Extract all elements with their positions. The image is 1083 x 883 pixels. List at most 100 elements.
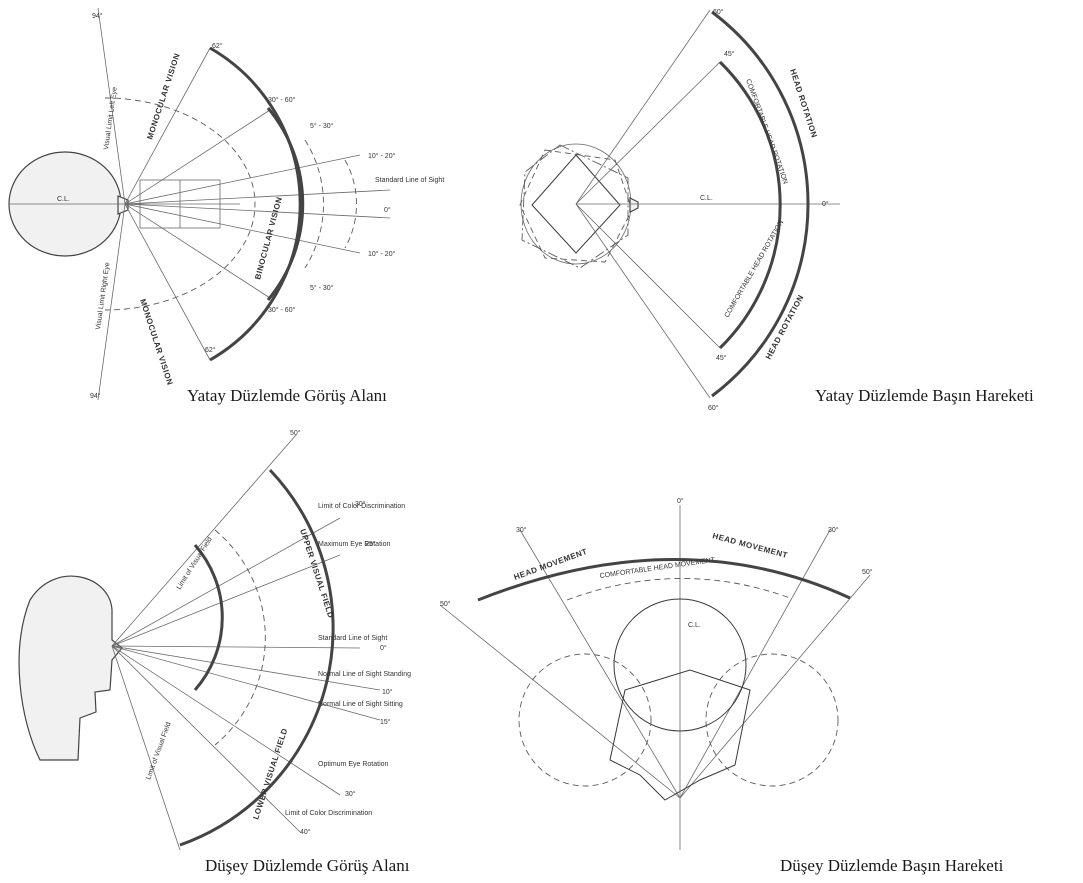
sector-line (124, 189, 391, 205)
angle-label: 5° - 30° (310, 284, 334, 292)
horizontal-head-rotation-diagram: C.L. 0° 45° 60° 45° 60° COMFORTABLE HEAD… (519, 8, 840, 412)
sight-line (111, 517, 341, 647)
visual-limit-left-eye-line (97, 7, 126, 205)
head-rotation-label: HEAD ROTATION (788, 68, 819, 139)
head-rotation-arc (711, 10, 810, 398)
angle-label: 0° (380, 644, 387, 652)
sector-line (124, 154, 361, 205)
sight-line (111, 645, 381, 691)
angle-label: 94° (90, 392, 101, 400)
angle-label: 62° (205, 346, 216, 354)
rotation-line (575, 203, 711, 399)
angle-label: 0° (677, 497, 684, 505)
sector-line (124, 109, 271, 205)
comfortable-head-movement-arc (566, 578, 791, 601)
arc-30-60 (266, 107, 305, 301)
movement-line (519, 529, 681, 799)
monocular-vision-label: MONOCULAR VISION (145, 52, 181, 141)
cl-label: C.L. (57, 196, 70, 203)
rotation-line (575, 203, 721, 349)
angle-label: 40° (300, 828, 311, 836)
inner-arc (214, 529, 266, 746)
limit-visual-field-lower (111, 645, 181, 851)
angle-label: 50° (290, 429, 301, 437)
binocular-arc (209, 46, 302, 362)
vertical-head-movement-diagram: C.L. 0° 30° 30° 50° 50° HEAD MOVEMENT HE… (439, 497, 873, 850)
sight-line (111, 645, 301, 833)
visual-limit-right-eye-line (97, 203, 126, 401)
standard-line-of-sight-label: Standard Line of Sight (375, 177, 444, 184)
arc-10-20 (344, 159, 357, 249)
sector-line (124, 203, 211, 361)
maximum-eye-rotation-label: Maximum Eye Rotation (318, 541, 390, 548)
angle-label: 62° (212, 42, 223, 50)
angle-label: 30° (828, 526, 839, 534)
angle-label: 0° (384, 206, 391, 214)
angle-label: 94° (92, 12, 103, 20)
angle-label: 50° (440, 600, 451, 608)
angle-label: 30° (355, 500, 366, 508)
sector-line (124, 203, 391, 219)
head-movement-right-label: HEAD MOVEMENT (711, 531, 788, 560)
head-outline-icon (613, 598, 747, 732)
angle-label: 30° - 60° (268, 306, 296, 314)
angle-label: 50° (862, 568, 873, 576)
sight-line (111, 554, 341, 647)
head-tilted-forward-icon (705, 653, 839, 787)
normal-line-standing-label: Normal Line of Sight Standing (318, 671, 411, 678)
head-tilted-back-icon (518, 653, 652, 787)
angle-label: 10° - 20° (368, 250, 396, 258)
angle-label: 30° - 60° (268, 96, 296, 104)
caption-vertical-vision: Düşey Düzlemde Görüş Alanı (205, 856, 410, 875)
sight-line (111, 645, 381, 721)
monocular-arc (104, 97, 256, 311)
eye-rotation-arc (193, 544, 224, 691)
rotation-line (575, 61, 721, 205)
sector-line (124, 203, 271, 299)
optimum-eye-rotation-label: Optimum Eye Rotation (318, 761, 389, 768)
vertical-vision-diagram: 50° Limit of Color Discrimination 30° Ma… (18, 429, 411, 851)
limit-color-lower-label: Limit of Color Discrimination (285, 810, 372, 817)
angle-label: 45° (716, 354, 727, 362)
caption-vertical-head: Düşey Düzlemde Başın Hareketi (780, 856, 1004, 875)
standard-line-of-sight-label: Standard Line of Sight (318, 635, 387, 642)
caption-horizontal-head: Yatay Düzlemde Başın Hareketi (815, 386, 1034, 405)
angle-label: 30° (345, 790, 356, 798)
movement-line (439, 604, 681, 799)
visual-field-arc (179, 468, 335, 847)
angle-label: 45° (724, 50, 735, 58)
face-profile-icon (609, 669, 751, 801)
sector-line (124, 203, 361, 254)
rotation-line (575, 9, 711, 205)
angle-label: 60° (713, 8, 724, 16)
angle-label: 25° (365, 540, 376, 548)
sector-line (124, 47, 211, 205)
horizontal-vision-diagram: C.L. 94° 62° 30° - 60° 5° - 30° 10° - 20… (8, 7, 444, 401)
limit-visual-field-lower-label: Limit of Visual Field (145, 721, 172, 780)
angle-label: 10° - 20° (368, 152, 396, 160)
movement-line (679, 574, 871, 799)
arc-5-30 (304, 139, 324, 269)
angle-label: 5° - 30° (310, 122, 334, 130)
angle-label: 30° (516, 526, 527, 534)
binocular-vision-label: BINOCULAR VISION (253, 196, 284, 281)
cl-label: C.L. (700, 195, 713, 202)
rotated-heads-icon (519, 143, 639, 269)
angle-label: 60° (708, 404, 719, 412)
normal-line-sitting-label: Normal Line of Sight Sitting (318, 701, 403, 708)
angle-label: 10° (382, 688, 393, 696)
cl-label: C.L. (688, 622, 701, 629)
comfortable-rotation-arc (718, 60, 782, 350)
angle-label: 0° (822, 200, 829, 208)
caption-horizontal-vision: Yatay Düzlemde Görüş Alanı (187, 386, 387, 405)
limit-color-upper-label: Limit of Color Discrimination (318, 503, 405, 510)
head-movement-arc (477, 558, 851, 602)
monocular-vision-label: MONOCULAR VISION (138, 298, 174, 387)
head-rotation-label: HEAD ROTATION (764, 293, 806, 361)
limit-visual-field-upper (111, 434, 297, 647)
movement-line (679, 529, 831, 799)
standard-line-of-sight (111, 645, 361, 649)
angle-label: 15° (380, 718, 391, 726)
head-side-view-icon (18, 575, 123, 761)
sight-line (111, 645, 341, 796)
